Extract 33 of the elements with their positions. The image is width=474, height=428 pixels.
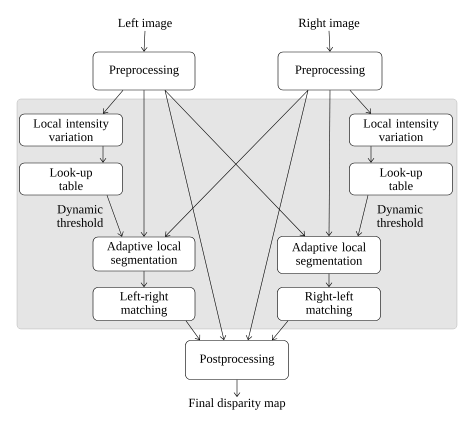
process-box: Look-up table	[349, 162, 453, 196]
process-box: Postprocessing	[185, 340, 289, 380]
arrow	[100, 146, 106, 163]
arrow	[234, 380, 240, 398]
arrow	[326, 274, 332, 288]
arrow	[246, 90, 308, 340]
process-box: Adaptive local segmentation	[92, 236, 196, 272]
arrow	[272, 320, 288, 340]
arrow	[368, 146, 374, 163]
process-box: Preprocessing	[92, 52, 196, 90]
arrow	[326, 90, 332, 236]
arrow	[186, 320, 200, 340]
arrow	[164, 90, 226, 340]
arrow	[140, 30, 148, 52]
arrow	[140, 90, 148, 237]
arrow	[326, 30, 334, 52]
edge-label: Dynamic threshold	[376, 205, 424, 227]
process-box: Local intensity variation	[19, 114, 123, 146]
text-label: Final disparity map	[188, 398, 286, 410]
arrow	[140, 271, 148, 288]
edge-label: Dynamic threshold	[56, 205, 104, 227]
process-box: Adaptive local segmentation	[277, 236, 381, 274]
text-label: Left image	[118, 18, 172, 30]
process-box: Local intensity variation	[349, 114, 453, 146]
arrow	[103, 90, 124, 114]
process-box: Left-right matching	[92, 287, 196, 321]
arrow	[350, 90, 371, 114]
process-box: Look-up table	[19, 162, 123, 196]
text-label: Right image	[298, 18, 360, 30]
arrow	[356, 195, 368, 236]
process-box: Preprocessing	[278, 52, 382, 90]
process-box: Right-left matching	[277, 287, 381, 321]
arrow	[106, 195, 124, 237]
